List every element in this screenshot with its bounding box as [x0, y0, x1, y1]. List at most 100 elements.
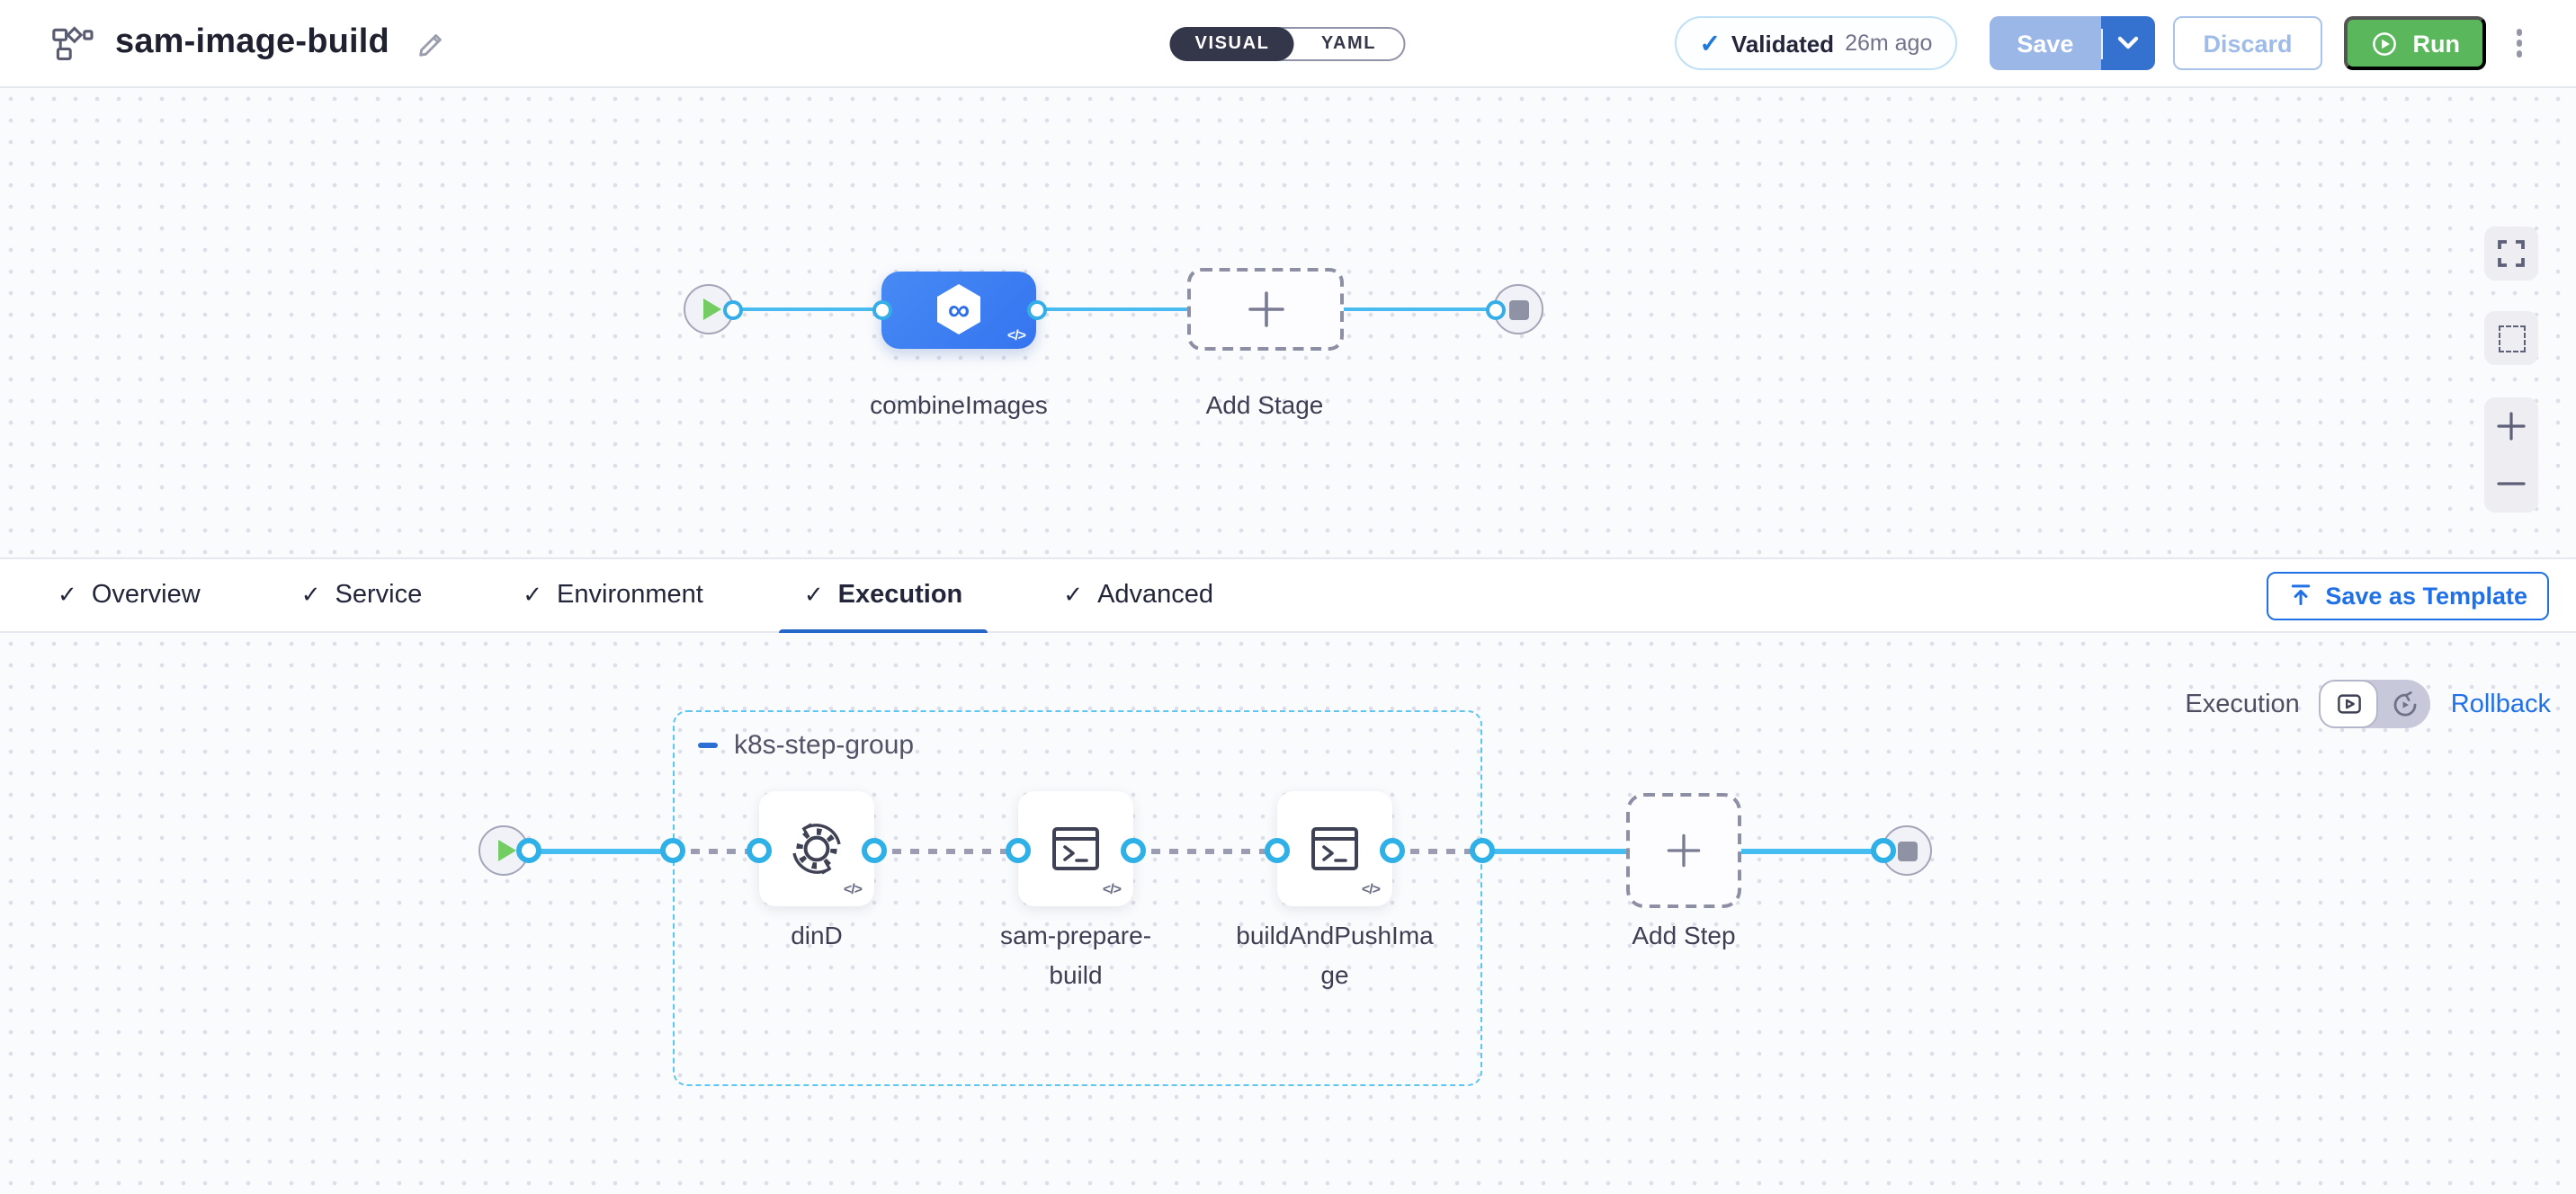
- execution-rollback-toggle[interactable]: [2319, 680, 2431, 728]
- connector-port: [1871, 838, 1896, 863]
- step-node-dind[interactable]: </>: [759, 791, 874, 906]
- start-play-icon: [702, 298, 720, 320]
- connector-port: [1026, 299, 1046, 319]
- step-connector-line: [1482, 848, 1626, 853]
- tab-label: Overview: [91, 581, 201, 610]
- tab-label: Environment: [557, 581, 703, 610]
- code-icon: </>: [1006, 327, 1026, 343]
- save-split-button: Save: [1990, 16, 2155, 70]
- rollback-icon: [2393, 691, 2417, 716]
- zoom-out-button[interactable]: [2484, 455, 2538, 512]
- ci-stage-hexagon-icon: ∞: [937, 284, 980, 334]
- connector-port: [1121, 838, 1146, 863]
- step-dashed-line: [1392, 849, 1482, 853]
- connector-port: [1265, 838, 1290, 863]
- save-button[interactable]: Save: [1990, 16, 2101, 70]
- execution-mode-active[interactable]: [2319, 680, 2379, 728]
- connector-port: [747, 838, 772, 863]
- step-dashed-line: [1133, 849, 1277, 853]
- tab-overview[interactable]: ✓ Overview: [32, 557, 226, 633]
- step-label: sam-prepare-build: [999, 921, 1152, 989]
- tab-advanced[interactable]: ✓ Advanced: [1038, 557, 1239, 633]
- page-title: sam-image-build: [115, 23, 389, 61]
- stage-connector-line: [732, 307, 881, 311]
- execution-canvas[interactable]: Execution Rollback: [0, 633, 2576, 1194]
- save-dropdown-button[interactable]: [2102, 16, 2155, 70]
- tab-execution[interactable]: ✓ Execution: [778, 557, 988, 635]
- plus-icon: [1248, 291, 1284, 327]
- terminal-icon: [1311, 827, 1358, 870]
- collapse-group-icon[interactable]: [698, 743, 718, 748]
- run-label: Run: [2412, 30, 2461, 57]
- rollback-link[interactable]: Rollback: [2450, 690, 2551, 718]
- execution-mode-label: Execution: [2185, 690, 2300, 718]
- tab-service[interactable]: ✓ Service: [276, 557, 448, 633]
- validated-time: 26m ago: [1845, 31, 1933, 56]
- terminal-icon: [1052, 827, 1099, 870]
- step-node-buildandpushimage[interactable]: </>: [1277, 791, 1392, 906]
- step-label: dinD: [791, 921, 843, 949]
- toggle-yaml[interactable]: YAML: [1320, 34, 1377, 54]
- connector-port: [723, 299, 743, 319]
- add-stage-label: Add Stage: [1205, 390, 1324, 419]
- execution-rollback-row: Execution Rollback: [2185, 680, 2551, 728]
- connector-port: [862, 838, 887, 863]
- tab-environment[interactable]: ✓ Environment: [497, 557, 729, 633]
- pipeline-icon: [52, 26, 94, 60]
- step-dashed-line: [673, 849, 759, 853]
- validated-check-icon: ✓: [1699, 28, 1721, 57]
- execution-play-icon: [2337, 694, 2361, 714]
- header-actions: ✓ Validated 26m ago Save Discard Run: [1674, 16, 2529, 70]
- rollback-mode-button[interactable]: [2379, 690, 2431, 718]
- visual-yaml-toggle: VISUAL YAML: [1169, 27, 1407, 61]
- stage-connector-line: [1344, 307, 1497, 311]
- marquee-select-icon: [2498, 325, 2525, 352]
- tab-check-icon: ✓: [803, 581, 824, 608]
- stage-canvas[interactable]: ∞ </> combineImages Add Stage: [0, 88, 2576, 557]
- fullscreen-button[interactable]: [2484, 227, 2538, 281]
- add-step-label: Add Step: [1632, 921, 1736, 949]
- step-group-name: k8s-step-group: [734, 730, 915, 761]
- step-connector-line: [1741, 848, 1882, 853]
- zoom-in-button[interactable]: [2484, 397, 2538, 455]
- tab-label: Service: [335, 581, 423, 610]
- toggle-visual[interactable]: VISUAL: [1169, 27, 1295, 61]
- validated-badge[interactable]: ✓ Validated 26m ago: [1674, 16, 1958, 70]
- step-node-sam-prepare-build[interactable]: </>: [1018, 791, 1133, 906]
- end-stop-icon: [1897, 841, 1917, 860]
- connector-port: [1006, 838, 1031, 863]
- chevron-down-icon: [2118, 36, 2139, 49]
- save-as-template-button[interactable]: Save as Template: [2266, 571, 2549, 619]
- step-group-box[interactable]: [673, 710, 1482, 1086]
- fullscreen-icon: [2498, 240, 2525, 267]
- header: sam-image-build VISUAL YAML ✓ Validated …: [0, 0, 2576, 88]
- stage-config-tabs: ✓ Overview ✓ Service ✓ Environment ✓ Exe…: [0, 557, 2576, 635]
- end-stop-icon: [1508, 299, 1528, 319]
- run-button[interactable]: Run: [2344, 16, 2485, 70]
- multi-select-button[interactable]: [2484, 311, 2538, 365]
- tab-label: Advanced: [1097, 581, 1214, 610]
- add-stage-button[interactable]: [1187, 268, 1344, 351]
- zoom-out-icon: [2497, 482, 2526, 486]
- connector-port: [1486, 299, 1506, 319]
- zoom-controls: [2484, 397, 2538, 512]
- zoom-in-icon: [2497, 412, 2526, 441]
- discard-button[interactable]: Discard: [2172, 16, 2323, 70]
- validated-label: Validated: [1731, 30, 1835, 57]
- connector-port: [1380, 838, 1405, 863]
- stage-node-combineimages[interactable]: ∞ </>: [881, 272, 1036, 349]
- edit-pencil-icon[interactable]: [416, 28, 447, 58]
- step-dashed-line: [874, 849, 1018, 853]
- step-label: buildAndPushImage: [1236, 921, 1434, 989]
- add-step-button[interactable]: [1626, 793, 1741, 908]
- tab-check-icon: ✓: [58, 581, 77, 608]
- upload-icon: [2291, 584, 2310, 606]
- tab-label: Execution: [837, 581, 963, 610]
- gear-sync-icon: [792, 823, 841, 875]
- more-options-kebab[interactable]: [2509, 22, 2529, 65]
- code-icon: </>: [843, 881, 863, 897]
- connector-port: [660, 838, 685, 863]
- tab-check-icon: ✓: [300, 581, 321, 608]
- connector-port: [516, 838, 541, 863]
